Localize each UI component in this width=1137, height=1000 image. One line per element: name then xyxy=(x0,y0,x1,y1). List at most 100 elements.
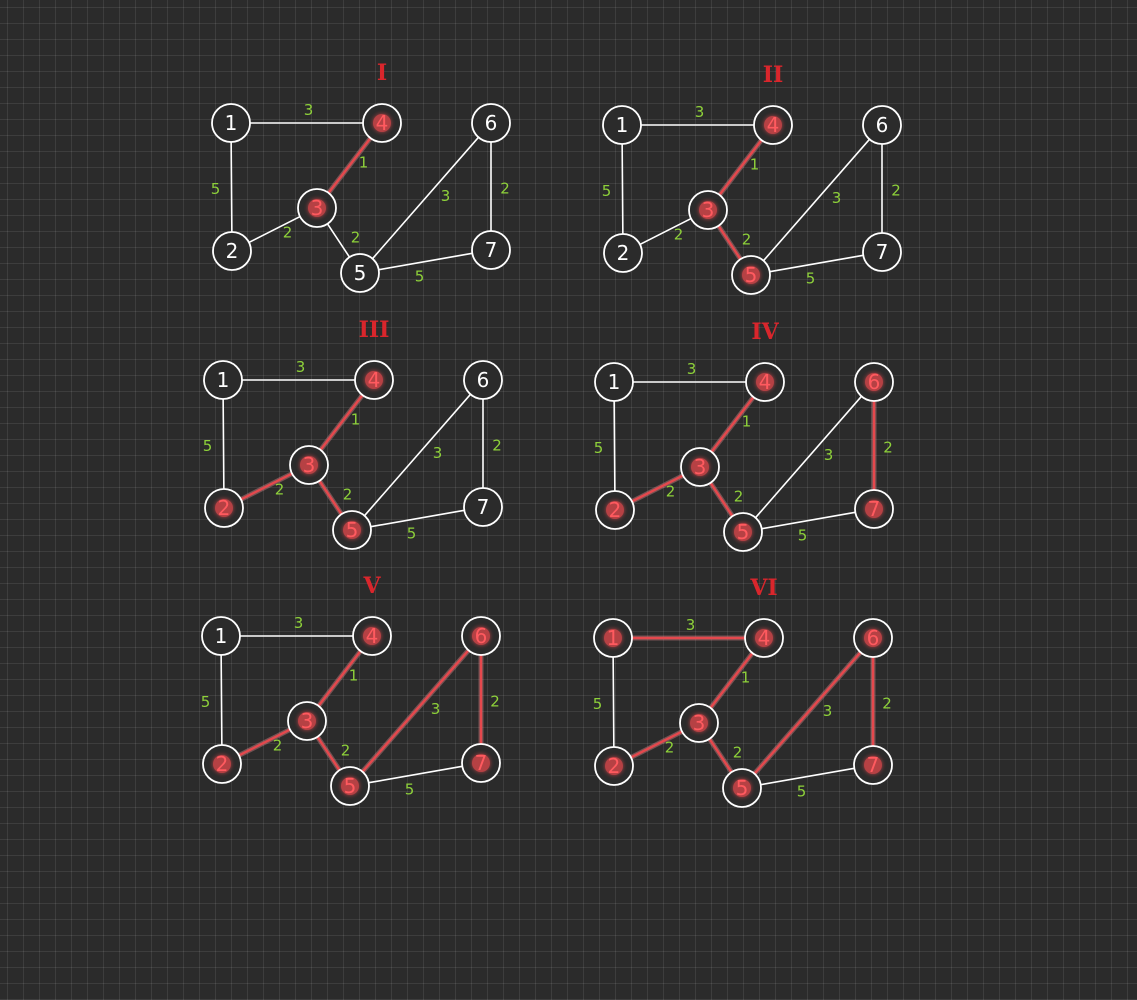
edge-1-2 xyxy=(230,141,233,233)
node-4-selected: 4 xyxy=(744,618,784,658)
edge-5-7 xyxy=(760,511,857,530)
edge-3-5-selected xyxy=(709,481,734,518)
node-5-selected: 5 xyxy=(731,255,771,295)
edge-weight: 1 xyxy=(349,667,359,685)
node-1: 1 xyxy=(594,362,634,402)
edge-5-7 xyxy=(759,767,856,786)
edge-2-3-selected xyxy=(629,730,684,759)
edge-3-4-selected xyxy=(718,138,763,197)
node-label: 7 xyxy=(485,238,498,262)
node-2-selected: 2 xyxy=(594,746,634,786)
node-4-selected: 4 xyxy=(354,360,394,400)
edge-weight: 5 xyxy=(798,527,808,545)
node-label: 6 xyxy=(477,368,490,392)
edge-5-6-selected xyxy=(753,651,862,775)
node-7: 7 xyxy=(463,487,503,527)
node-highlight-mark xyxy=(215,499,233,517)
step-label: VI xyxy=(749,575,777,601)
edge-weight: 2 xyxy=(742,231,752,249)
edge-weight: 5 xyxy=(407,525,417,543)
edge-weight: 2 xyxy=(734,488,744,506)
node-label: 4 xyxy=(368,368,381,392)
node-label: 4 xyxy=(759,370,772,394)
node-4-selected: 4 xyxy=(745,362,785,402)
node-highlight-mark xyxy=(363,627,381,645)
edge-weight: 2 xyxy=(883,439,893,457)
node-label: 5 xyxy=(354,261,367,285)
step-label: V xyxy=(362,573,381,599)
edge-weight: 2 xyxy=(733,744,743,762)
node-highlight-mark xyxy=(742,266,760,284)
edge-weight: 2 xyxy=(343,486,353,504)
edge-5-7 xyxy=(369,509,466,528)
edge-1-2 xyxy=(613,400,616,492)
edge-weight: 2 xyxy=(666,483,676,501)
node-label: 6 xyxy=(475,624,488,648)
node-highlight-mark xyxy=(606,501,624,519)
node-highlight-mark xyxy=(605,757,623,775)
node-label: 4 xyxy=(366,624,379,648)
node-label: 1 xyxy=(217,368,230,392)
node-highlight-mark xyxy=(298,712,316,730)
node-3-selected: 3 xyxy=(289,445,329,485)
node-highlight-mark xyxy=(213,755,231,773)
node-4-selected: 4 xyxy=(362,103,402,143)
edge-weight: 1 xyxy=(750,156,760,174)
node-label: 7 xyxy=(475,751,488,775)
node-label: 1 xyxy=(616,113,629,137)
node-circle xyxy=(603,233,643,273)
step-label: II xyxy=(763,62,784,88)
edge-weight: 2 xyxy=(882,695,892,713)
node-3-selected: 3 xyxy=(679,703,719,743)
node-highlight-mark xyxy=(300,456,318,474)
edge-5-7 xyxy=(367,765,464,784)
edge-weight: 5 xyxy=(594,439,604,457)
node-label: 1 xyxy=(215,624,228,648)
node-highlight-mark xyxy=(756,373,774,391)
node-1: 1 xyxy=(602,105,642,145)
node-label: 1 xyxy=(225,111,238,135)
node-3-selected: 3 xyxy=(680,447,720,487)
edge-5-7 xyxy=(377,252,474,271)
edge-weight: 5 xyxy=(806,270,816,288)
edge-3-4-selected xyxy=(710,395,755,454)
node-circle xyxy=(862,105,902,145)
node-label: 4 xyxy=(758,626,771,650)
edge-1-2 xyxy=(222,398,225,490)
node-highlight-mark xyxy=(864,756,882,774)
node-4-selected: 4 xyxy=(352,616,392,656)
edge-weight: 3 xyxy=(304,101,314,119)
node-label: 7 xyxy=(477,495,490,519)
node-label: 4 xyxy=(376,111,389,135)
node-7: 7 xyxy=(862,232,902,272)
edge-weight: 2 xyxy=(283,224,293,242)
node-label: 1 xyxy=(608,370,621,394)
edge-weight: 5 xyxy=(201,693,211,711)
node-5-selected: 5 xyxy=(332,510,372,550)
node-label: 5 xyxy=(745,263,758,287)
edge-3-5-selected xyxy=(708,737,733,774)
node-highlight-mark xyxy=(733,779,751,797)
node-5: 5 xyxy=(340,253,380,293)
node-highlight-mark xyxy=(604,629,622,647)
edge-weight: 3 xyxy=(441,187,451,205)
node-2: 2 xyxy=(603,233,643,273)
node-2: 2 xyxy=(212,231,252,271)
node-circle xyxy=(211,103,251,143)
edge-1-2 xyxy=(220,654,223,746)
edge-weight: 2 xyxy=(351,229,361,247)
node-label: 6 xyxy=(876,113,889,137)
edge-3-4-selected xyxy=(327,136,372,195)
step-label: IV xyxy=(751,319,779,345)
edge-3-4-selected xyxy=(709,651,754,710)
edge-2-3-selected xyxy=(630,474,685,503)
node-label: 5 xyxy=(737,520,750,544)
edge-weight: 2 xyxy=(500,180,510,198)
node-5-selected: 5 xyxy=(722,768,762,808)
node-6-selected: 6 xyxy=(853,618,893,658)
edge-3-5-selected xyxy=(316,735,341,772)
edge-5-7 xyxy=(768,254,865,273)
